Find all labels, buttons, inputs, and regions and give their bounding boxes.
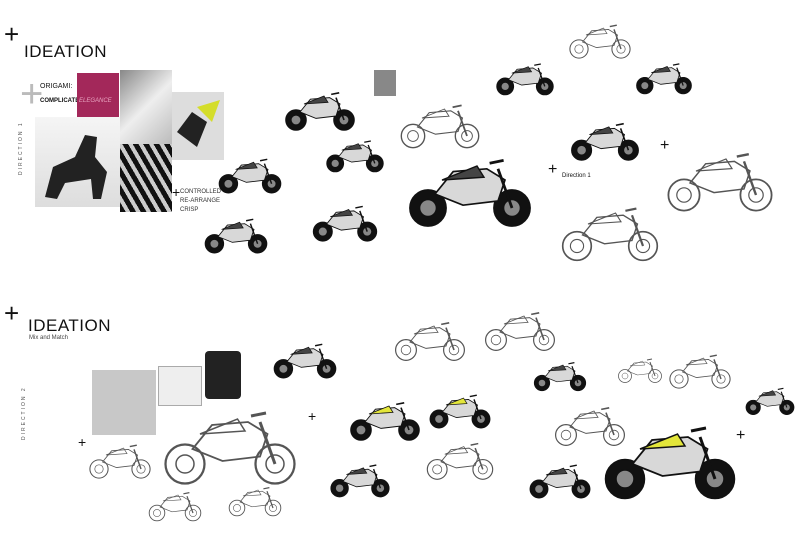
origami-pattern-photo	[120, 144, 172, 212]
plus-icon: +	[4, 298, 20, 328]
motorcycle-sketch	[395, 322, 465, 361]
motorcycle-sketch	[350, 402, 420, 441]
motorcycle-sketch	[228, 486, 282, 516]
motorcycle-sketch	[330, 464, 390, 498]
section2-title: IDEATION	[28, 316, 112, 335]
motorcycle-sketch	[496, 63, 554, 96]
plus-icon: +	[4, 19, 20, 49]
motorcycle-sketch	[285, 92, 355, 131]
direction1-sketch-label: Direction 1	[562, 173, 591, 179]
plus-icon: +	[548, 161, 558, 178]
motorcycle-sketch	[669, 354, 731, 389]
elegance-label: ELEGANCE	[79, 98, 112, 104]
motorcycle-sketch	[89, 444, 151, 479]
plus-icon: +	[660, 137, 670, 154]
motorcycle-sketch	[218, 158, 282, 194]
notes: CONTROLLED RE-ARRANGE CRISP	[180, 188, 221, 215]
motorcycle-sketch	[667, 153, 773, 212]
origami-fan-photo	[120, 70, 172, 144]
motorcycle-sketch	[569, 24, 631, 59]
deer-photo	[374, 70, 396, 96]
section1-title: IDEATION	[24, 42, 108, 61]
motorcycle-sketch	[571, 122, 639, 161]
note-controlled: CONTROLLED	[180, 189, 222, 195]
direction2-label: DIRECTION 2	[21, 386, 27, 440]
plus-icon: +	[20, 72, 44, 116]
motorcycle-sketch	[533, 361, 587, 391]
motorcycle-sketch	[745, 387, 795, 415]
section2-subtitle: Mix and Match	[29, 335, 69, 341]
plus-icon: +	[78, 434, 87, 450]
mix-sketch-panel	[92, 370, 156, 435]
complicated-label: COMPLICATED	[40, 98, 84, 104]
motorcycle-sketch	[604, 426, 736, 499]
motorcycle-sketch	[485, 312, 555, 351]
motorcycle-sketch	[409, 158, 531, 227]
magenta-swatch	[77, 73, 119, 117]
plus-icon: +	[736, 427, 746, 444]
plus-icon: +	[172, 184, 181, 200]
direction1-label: DIRECTION 1	[18, 121, 24, 175]
shoe-photo	[158, 366, 202, 406]
motorcycle-sketch	[326, 140, 384, 173]
motorcycle-sketch	[561, 207, 659, 261]
motorcycle-sketch	[204, 218, 268, 254]
plus-icon: +	[308, 408, 317, 424]
note-rearrange: RE-ARRANGE	[180, 198, 221, 204]
note-crisp: CRISP	[180, 207, 199, 213]
motorcycle-sketch	[426, 442, 494, 480]
motorcycle-sketch	[164, 411, 296, 485]
motorcycle-sketch	[273, 343, 337, 379]
motorcycle-sketch	[429, 394, 491, 429]
motorcycle-sketch	[618, 358, 662, 384]
motorcycle-sketch	[529, 464, 591, 499]
origami-label: ORIGAMI:	[40, 83, 73, 90]
motorcycle-sketch	[555, 407, 625, 446]
motorcycle-sketch	[636, 63, 692, 95]
motorcycle-sketch	[312, 205, 378, 242]
leather-photo	[205, 351, 241, 399]
motorcycle-sketch	[148, 491, 202, 521]
origami-dog-photo	[35, 117, 120, 207]
motorcycle-sketch	[400, 104, 480, 149]
origami-bird-photo	[172, 92, 224, 160]
